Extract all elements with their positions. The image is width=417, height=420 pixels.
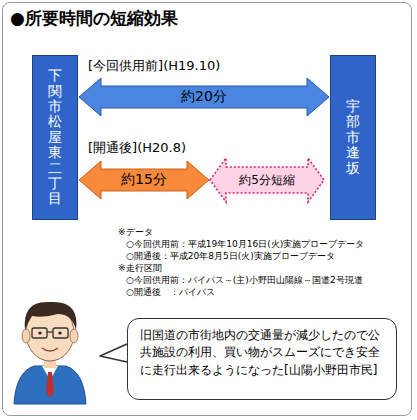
reduction-arrow: 約5分短縮 [210,158,324,202]
note-text: ○開通後：平成20年8月5日(火)実施プローブデータ [126,250,335,263]
dotted-arrow-outline [210,158,324,202]
duration-label: 約15分 [121,171,167,189]
period-label: [開通後](H20.8) [88,139,186,157]
place-name: 下関市松屋東二丁目 [48,68,62,207]
note-text: ※走行区間 [118,262,162,275]
speaker-name: [山陽小野田市民] [284,363,377,377]
reduction-text: 約5分短縮 [239,172,295,189]
place-box: 宇部市逢坂 [330,55,376,220]
place-name: 宇部市逢坂 [346,99,360,176]
speech-bubble: 旧国道の市街地内の交通量が減少したので公共施設の利用、買い物がスムーズにでき安全… [127,318,397,400]
bubble-body: 旧国道の市街地内の交通量が減少したので公共施設の利用、買い物がスムーズにでき安全… [140,327,386,379]
period-label: [今回供用前](H19.10) [88,57,220,75]
double-arrow [79,161,209,199]
note-text: ○開通後 ：バイパス [126,286,215,299]
double-arrow [79,78,329,116]
diagram-title: ●所要時間の短縮効果 [10,7,178,30]
note-text: ※データ [118,226,153,239]
place-box: 下関市松屋東二丁目 [32,55,78,220]
note-text: ○今回供用前：バイパス～(主)小野田山陽線～国道2号現道 [126,274,363,287]
note-text: ○今回供用前：平成19年10月16日(火)実施プローブデータ [126,238,364,251]
duration-label: 約20分 [181,88,227,106]
